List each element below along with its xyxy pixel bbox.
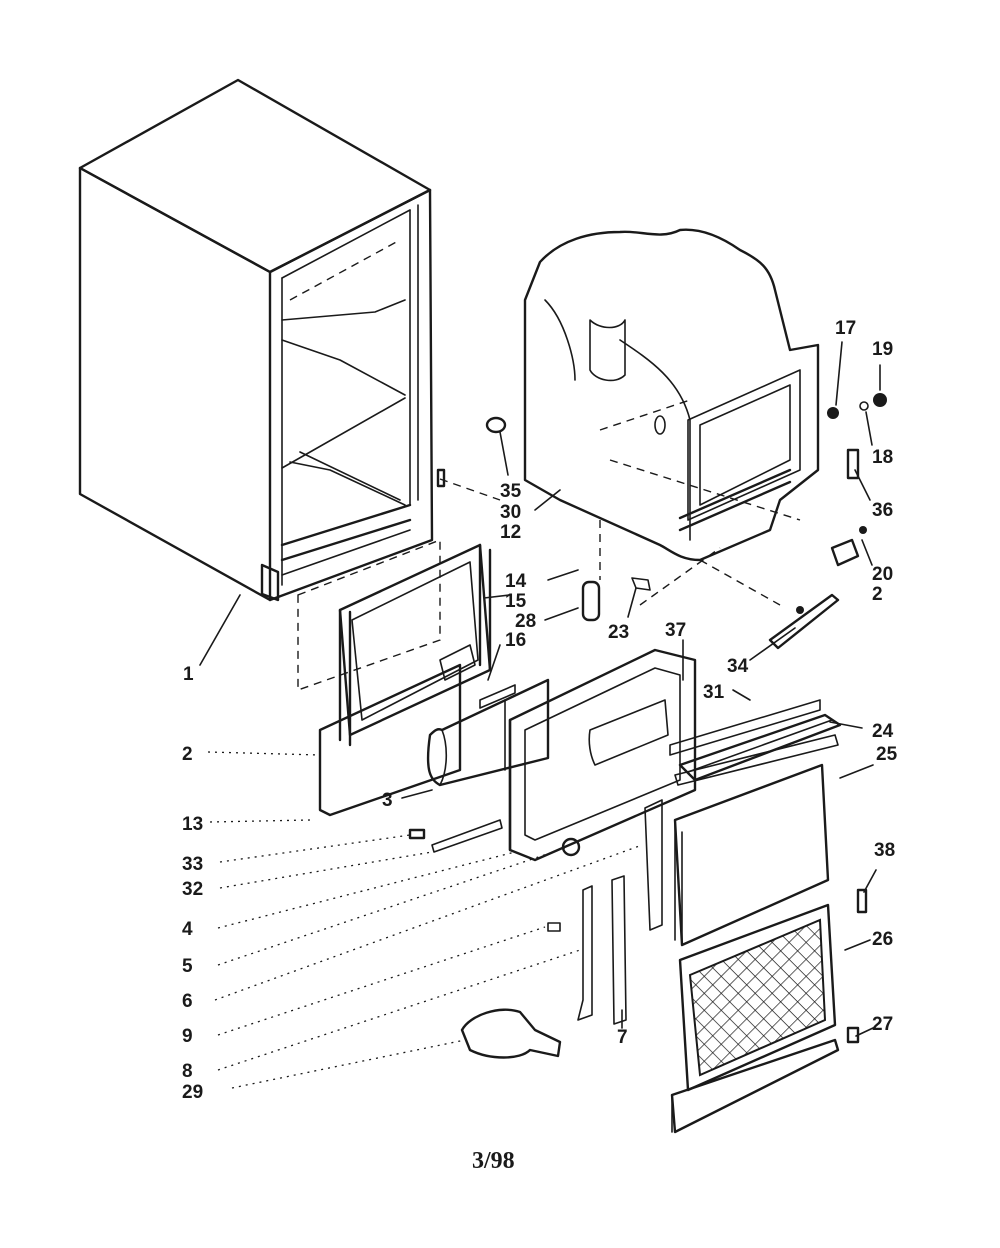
- callout-6: 6: [182, 991, 193, 1012]
- callout-3: 3: [382, 790, 393, 811]
- callout-16: 16: [505, 630, 526, 651]
- callout-30: 30: [500, 502, 521, 523]
- callout-17: 17: [835, 318, 856, 339]
- callout-labels: 1 2 3 13 33 32 4 5 6 9 8 29 7 35 30 12 1…: [182, 318, 898, 1103]
- callout-2: 2: [182, 744, 193, 765]
- door-panel-part: [673, 763, 830, 947]
- callout-31: 31: [703, 682, 725, 703]
- callout-4: 4: [182, 919, 193, 940]
- callout-24: 24: [872, 721, 894, 742]
- callout-14: 14: [505, 571, 527, 592]
- callout-35: 35: [500, 481, 522, 502]
- callout-29: 29: [182, 1082, 203, 1103]
- callout-18: 18: [872, 447, 893, 468]
- callout-38: 38: [874, 840, 895, 861]
- liner-housing-part: [523, 228, 820, 562]
- callout-1: 1: [183, 664, 194, 685]
- callout-19: 19: [872, 339, 893, 360]
- drawer-frame-part: [338, 543, 492, 747]
- back-panel-part: [297, 538, 462, 817]
- front-frame-part: [508, 648, 697, 862]
- callout-5: 5: [182, 956, 193, 977]
- callout-7: 7: [617, 1027, 628, 1048]
- callout-12: 12: [500, 522, 521, 543]
- leader-lines: [199, 341, 881, 1089]
- callout-34: 34: [727, 656, 749, 677]
- callout-37: 37: [665, 620, 686, 641]
- callout-9: 9: [182, 1026, 193, 1047]
- callout-32: 32: [182, 879, 203, 900]
- callout-27: 27: [872, 1014, 893, 1035]
- callout-2-right: 2: [872, 584, 883, 605]
- callout-25: 25: [876, 744, 898, 765]
- small-parts: [408, 393, 887, 1059]
- footer-code: 3/98: [472, 1148, 515, 1174]
- callout-33: 33: [182, 854, 203, 875]
- callout-28: 28: [515, 611, 536, 632]
- grille-part: [670, 903, 840, 1134]
- callout-26: 26: [872, 929, 893, 950]
- callout-36: 36: [872, 500, 893, 521]
- callout-23: 23: [608, 622, 629, 643]
- callout-8: 8: [182, 1061, 193, 1082]
- hinge-bracket-part: [678, 713, 842, 782]
- callout-20: 20: [872, 564, 893, 585]
- callout-13: 13: [182, 814, 203, 835]
- callout-15: 15: [505, 591, 527, 612]
- cabinet-part: [78, 78, 434, 602]
